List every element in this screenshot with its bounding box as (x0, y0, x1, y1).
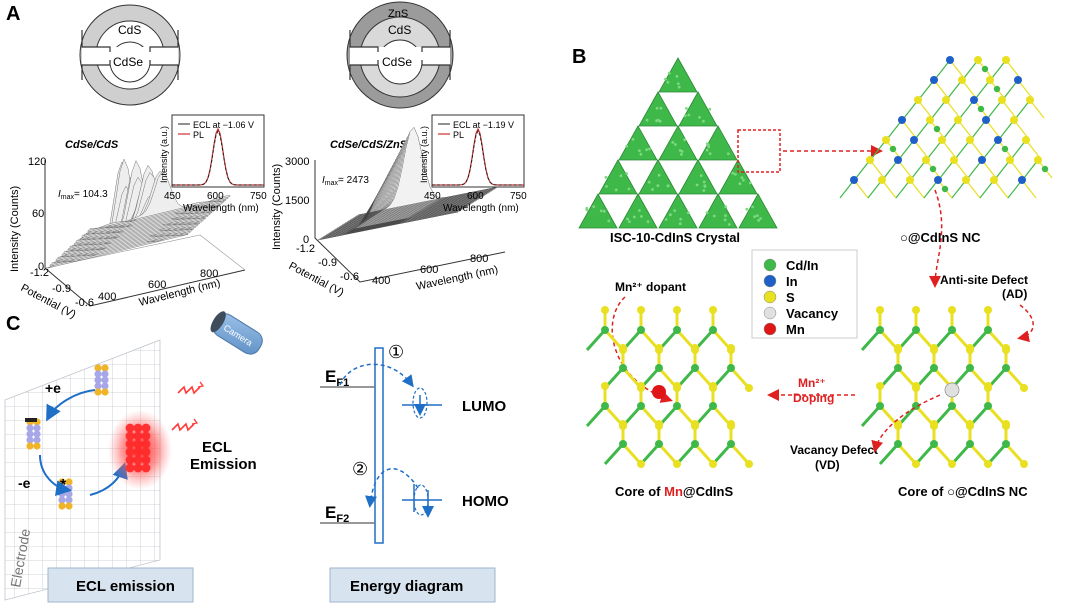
core-vac-lattice (862, 306, 1028, 468)
z-tick-1500: 1500 (285, 195, 309, 207)
legend-swatch (764, 291, 776, 303)
asterisk-icon: * (60, 477, 67, 494)
emission-label: Emission (190, 456, 257, 473)
nc-lattice (840, 56, 1052, 198)
y-tick-a-right: -1.2 (296, 243, 315, 255)
inset-right-ylabel: Intensity (a.u.) (419, 126, 429, 183)
y-tick-a: -1.2 (30, 267, 49, 279)
plot-left-title: CdSe/CdS (65, 139, 119, 151)
ef2-label: EF2 (325, 503, 349, 525)
y-tick-b-right: -0.9 (318, 257, 337, 269)
inset-right-legend-pl: PL (453, 130, 464, 140)
label-cdse-left: CdSe (113, 55, 143, 69)
legend-label: Cd/In (786, 258, 819, 273)
inset-left-xtick-750: 750 (250, 191, 267, 202)
inset-left-legend-ecl: ECL at −1.06 V (193, 120, 254, 130)
nc-label: ○@CdInS NC (900, 230, 981, 245)
inset-right-xtick-450: 450 (424, 191, 441, 202)
photon-icon (172, 382, 203, 430)
anti-site-abbr: (AD) (1002, 287, 1027, 301)
core-vac-label: Core of ○@CdInS NC (898, 484, 1028, 499)
legend-label: Vacancy (786, 306, 839, 321)
plot-right-title: CdSe/CdS/ZnS (330, 139, 408, 151)
footer-ecl-emission: ECL emission (48, 568, 193, 602)
doping-bottom-label: Doping (793, 391, 834, 405)
legend-b: Cd/InInSVacancyMn (752, 250, 857, 338)
legend-swatch (764, 323, 776, 335)
imax-left: Imax= 104.3 (58, 189, 108, 201)
z-tick-60-left: 60 (32, 208, 44, 220)
z-label-left: Intensity (Counts) (9, 186, 21, 272)
molecule-left (25, 418, 41, 450)
x-tick-400-right: 400 (372, 275, 390, 287)
inset-right: ECL at −1.19 V PL Intensity (a.u.) 450 6… (419, 115, 527, 214)
legend-label: S (786, 290, 795, 305)
anti-site-label: Anti-site Defect (940, 273, 1028, 287)
y-tick-c: -0.6 (75, 297, 94, 309)
minus-e-label: -e (18, 475, 31, 491)
inset-left-xlabel: Wavelength (nm) (183, 203, 259, 214)
homo-label: HOMO (462, 493, 509, 510)
inset-left-xtick-600: 600 (207, 191, 224, 202)
legend-label: In (786, 274, 798, 289)
camera-icon: Camera (208, 309, 267, 358)
legend-swatch (764, 307, 776, 319)
inset-right-xtick-750: 750 (510, 191, 527, 202)
inset-left-legend-pl: PL (193, 130, 204, 140)
inset-left: ECL at −1.06 V PL Intensity (a.u.) 450 6… (159, 115, 267, 214)
inset-right-xtick-600: 600 (467, 191, 484, 202)
footer-energy-text: Energy diagram (350, 578, 463, 595)
crystal-label: ISC-10-CdInS Crystal (610, 230, 740, 245)
label-zns: ZnS (388, 8, 408, 20)
legend-label: Mn (786, 322, 805, 337)
vacancy-defect-label: Vacancy Defect (790, 443, 878, 457)
x-tick-600-left: 600 (148, 279, 166, 291)
schematic-cdse-cds-zns: ZnS CdS CdSe (347, 2, 453, 108)
inset-right-xlabel: Wavelength (nm) (443, 203, 519, 214)
inset-right-legend-ecl: ECL at −1.19 V (453, 120, 514, 130)
label-cds-left: CdS (118, 23, 141, 37)
imax-right: Imax= 2473 (322, 175, 369, 187)
x-tick-800-right: 800 (470, 253, 488, 265)
crystal-highlight-box (738, 130, 780, 172)
circle-2: ② (352, 459, 368, 479)
ef1-label: EF1 (325, 367, 349, 389)
vacancy-defect-abbr: (VD) (815, 458, 840, 472)
ecl-label: ECL (202, 439, 232, 456)
x-tick-400-left: 400 (98, 291, 116, 303)
y-tick-c-right: -0.6 (340, 271, 359, 283)
label-cds-right: CdS (388, 23, 411, 37)
legend-swatch (764, 259, 776, 271)
z-tick-3000: 3000 (285, 156, 309, 168)
circle-1: ① (388, 342, 404, 362)
inset-left-ylabel: Intensity (a.u.) (159, 126, 169, 183)
footer-ecl-text: ECL emission (76, 578, 175, 595)
plus-e-label: +e (45, 380, 61, 396)
crystal-pyramid (579, 58, 777, 228)
label-cdse-right: CdSe (382, 55, 412, 69)
footer-energy-diagram: Energy diagram (330, 568, 495, 602)
z-label-right: Intensity (Counts) (271, 164, 283, 250)
y-tick-b: -0.9 (52, 283, 71, 295)
panel-label-b: B (572, 46, 586, 68)
lumo-label: LUMO (462, 398, 506, 415)
mn-dopant-label: Mn²⁺ dopant (615, 280, 686, 294)
z-tick-120-left: 120 (28, 156, 46, 168)
glowing-emitter (108, 410, 172, 490)
core-mn-label: Core of Mn@CdInS (615, 484, 733, 499)
legend-swatch (764, 275, 776, 287)
schematic-cdse-cds: CdS CdSe (80, 5, 180, 105)
x-tick-600-right: 600 (420, 264, 438, 276)
arrow-anti-site (1020, 305, 1033, 338)
panel-label-c: C (6, 313, 20, 335)
doping-top-label: Mn²⁺ (798, 376, 826, 390)
inset-left-xtick-450: 450 (164, 191, 181, 202)
panel-label-a: A (6, 3, 20, 25)
energy-diagram: EF1 EF2 ① ② LUMO HOMO (320, 342, 509, 543)
